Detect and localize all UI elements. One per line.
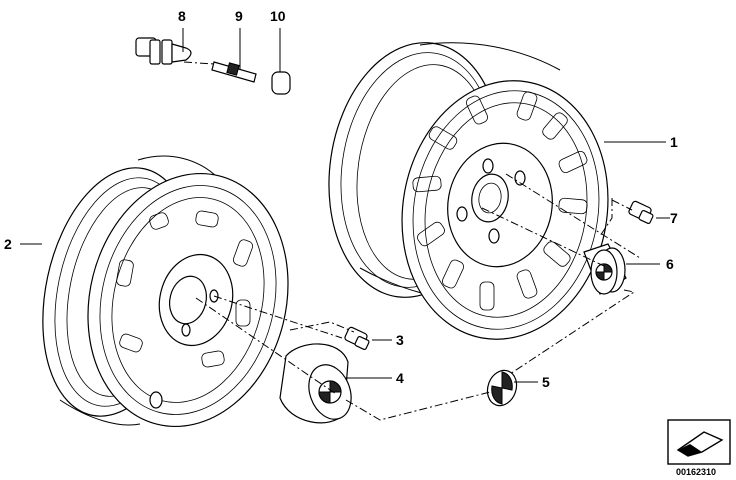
wheel-left-spokes: [116, 210, 254, 368]
valve-cap-part: [271, 28, 291, 95]
callout-10: 10: [270, 8, 286, 24]
valve-core-part: [211, 28, 257, 83]
callout-9: 9: [235, 8, 243, 24]
callout-5: 5: [542, 374, 550, 390]
hub-cap-left-part: [279, 343, 352, 424]
callout-1: 1: [670, 134, 678, 150]
arrow-icon: [667, 419, 731, 465]
lug-nut-left-part: [344, 326, 370, 351]
lug-nut-right-part: [628, 200, 654, 225]
callout-2: 2: [4, 236, 12, 252]
doc-number: 00162310: [676, 467, 717, 477]
callout-6: 6: [666, 256, 674, 272]
valve-part: [135, 28, 192, 65]
emblem-part: [486, 369, 518, 407]
callout-7: 7: [670, 210, 678, 226]
assembly-lines: [183, 61, 641, 421]
callout-3: 3: [396, 332, 404, 348]
wheel-right: [328, 42, 609, 340]
leader-lines: [20, 141, 670, 383]
wheel-left: [42, 155, 289, 428]
wheel-right-spokes: [412, 91, 588, 311]
hub-cap-right-part: [583, 243, 627, 295]
callout-4: 4: [396, 370, 404, 386]
callout-8: 8: [178, 8, 186, 24]
